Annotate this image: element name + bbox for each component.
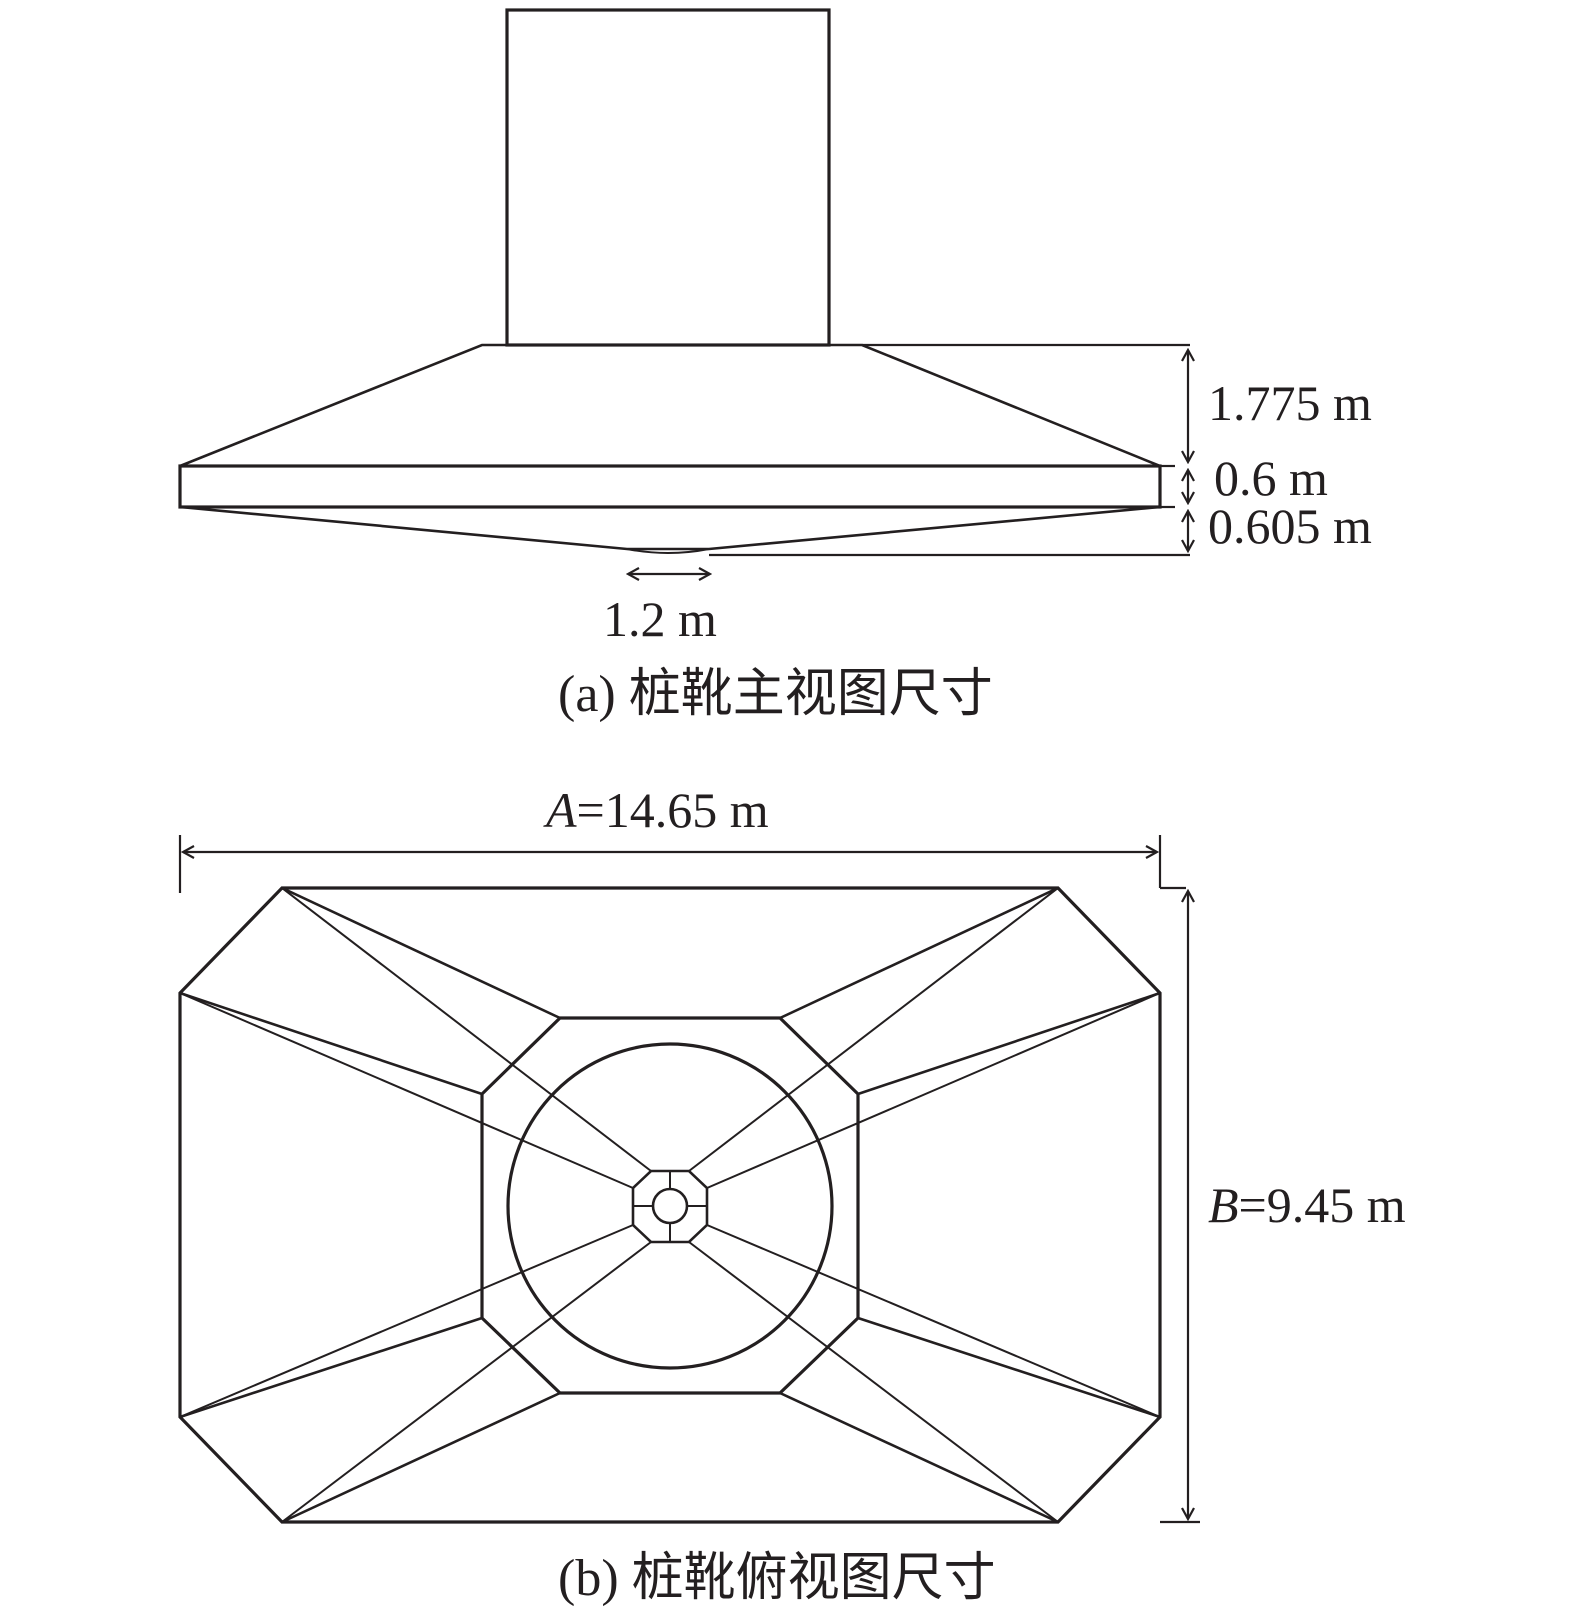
tip-spokes <box>633 1171 707 1242</box>
dim-a-var: A <box>543 782 577 838</box>
dim-label-plate: 0.6 m <box>1214 450 1328 506</box>
column <box>505 8 831 347</box>
radial-lines <box>179 887 1161 1523</box>
tip-octagon <box>631 1169 709 1244</box>
dim-label-cone: 1.775 m <box>1208 375 1372 431</box>
tip-circle <box>651 1187 689 1225</box>
cone-top <box>179 343 1161 468</box>
base-plate <box>178 464 1162 509</box>
connecting-edges <box>179 886 1161 1524</box>
top-view: A=14.65 m B=9.45 m (b) 桩靴俯视图尺寸 <box>178 782 1406 1607</box>
dim-b-value: =9.45 m <box>1239 1177 1406 1233</box>
dim-label-tip: 1.2 m <box>603 591 717 647</box>
caption-top-view: (b) 桩靴俯视图尺寸 <box>558 1550 996 1607</box>
dim-b-var: B <box>1208 1177 1239 1233</box>
caption-front-view: (a) 桩靴主视图尺寸 <box>558 666 993 723</box>
dim-label-a: A=14.65 m <box>543 782 769 838</box>
dim-label-bottom: 0.605 m <box>1208 498 1372 554</box>
tip-arc <box>626 548 710 554</box>
dim-label-b: B=9.45 m <box>1208 1177 1406 1233</box>
dim-a-value: =14.65 m <box>577 782 769 838</box>
center-circle <box>506 1042 834 1370</box>
outer-octagon <box>178 886 1162 1524</box>
front-view: 1.775 m 0.6 m 0.605 m 1.2 m (a) 桩靴主视图尺寸 <box>178 8 1372 723</box>
inner-octagon <box>480 1016 860 1395</box>
bottom-cone <box>179 505 1161 551</box>
